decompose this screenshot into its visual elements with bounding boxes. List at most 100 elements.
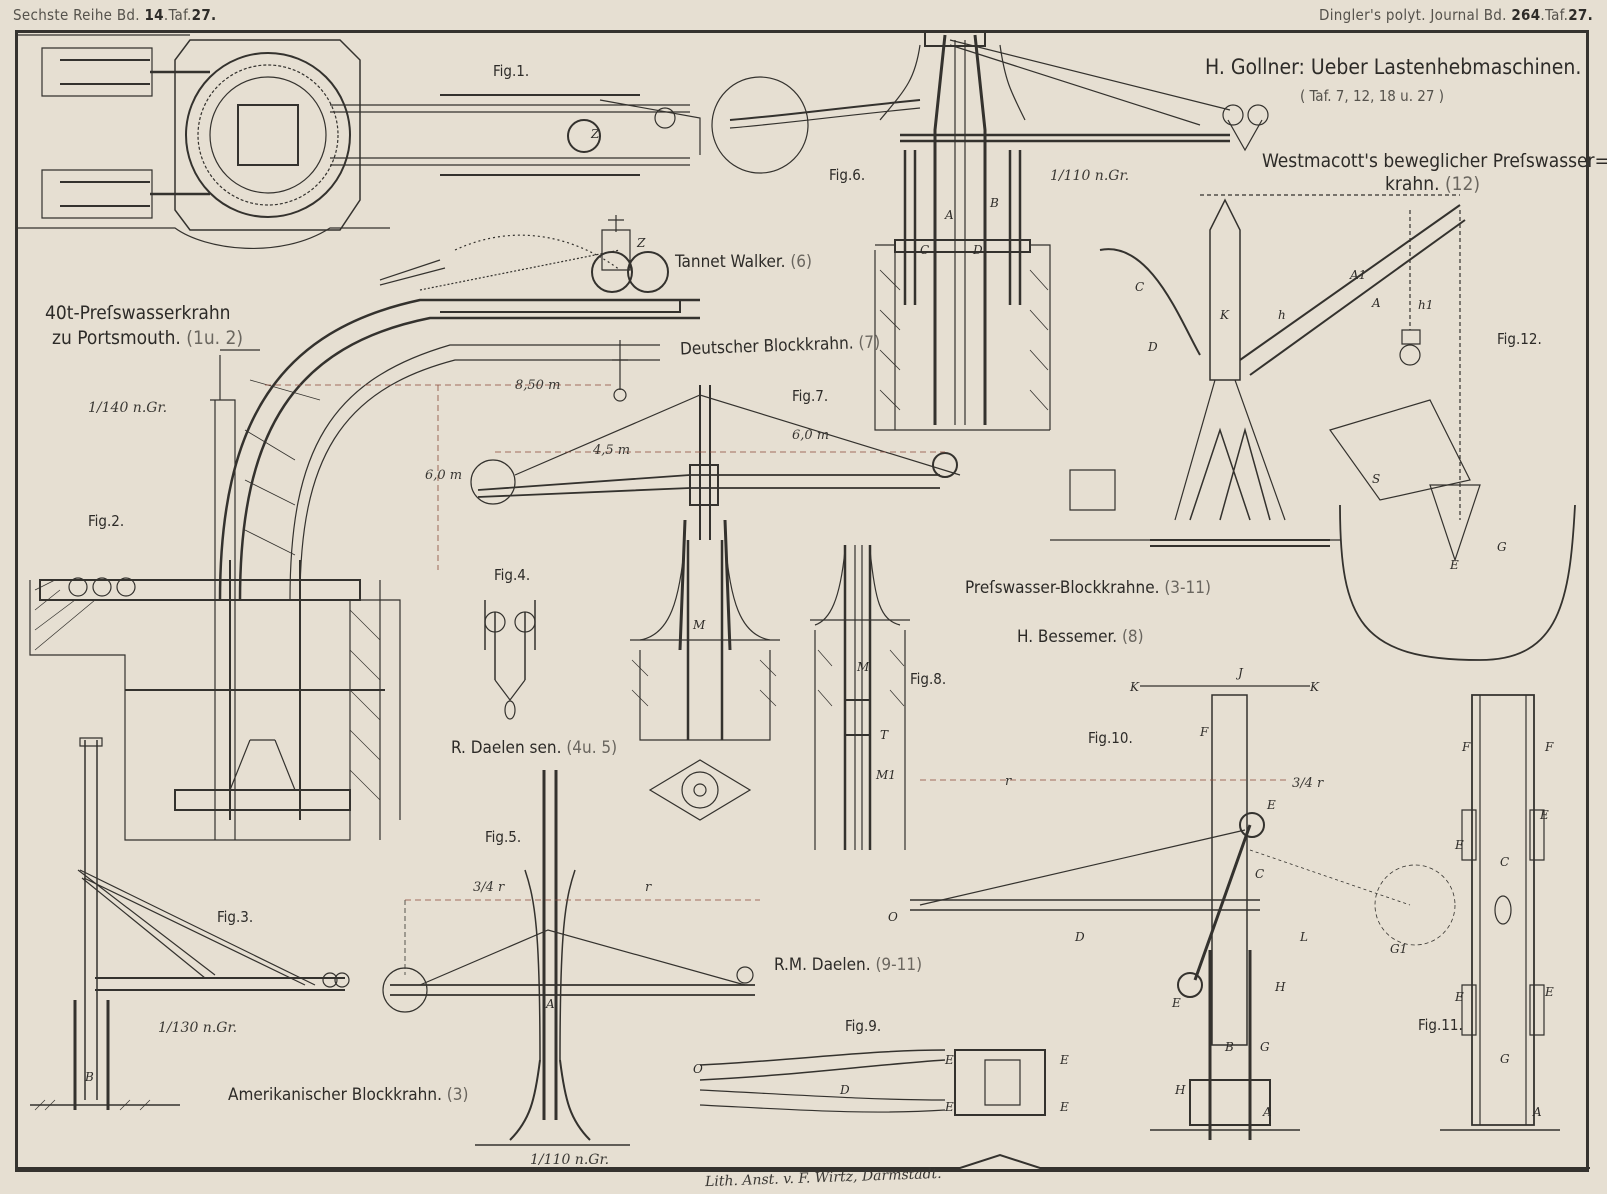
caption-bessemer: H. Bessemer. (8): [1017, 627, 1144, 647]
series-plate: 27.: [191, 6, 217, 24]
fig10-letter-g1: G1: [1390, 942, 1408, 956]
fig10-letter-e: E: [1267, 798, 1276, 812]
fig12-letter-d: D: [1148, 340, 1158, 354]
fig7-long-dimension: 6,0 m: [792, 428, 830, 443]
journal-header: Dingler's polyt. Journal Bd. 264.Taf.27.: [1319, 6, 1593, 24]
fig10-letter-o: O: [888, 910, 898, 924]
fig11-label: Fig.11.: [1418, 1016, 1463, 1034]
fig5-scale: 1/110 n.Gr.: [530, 1152, 610, 1168]
fig3-label: Fig.3.: [217, 908, 254, 926]
fig5-r: r: [645, 880, 652, 895]
fig1-label: Fig.1.: [493, 62, 530, 80]
fig9-letter-e2: E: [1060, 1053, 1069, 1067]
series-header: Sechste Reihe Bd. 14.Taf.27.: [13, 6, 216, 24]
journal-sep: .: [1540, 6, 1546, 24]
fig11-letter-f-right: F: [1545, 740, 1554, 754]
fig8-bessemer-section: [810, 545, 910, 850]
caption-bessemer-ref: (8): [1121, 627, 1144, 647]
fig12-letter-a: A: [1372, 296, 1381, 310]
caption-rm-daelen-ref: (9-11): [875, 955, 923, 975]
fig10-letter-e-lower: E: [1172, 996, 1181, 1010]
fig12-letter-k: K: [1220, 308, 1229, 322]
fig10-letter-a: A: [1263, 1105, 1272, 1119]
fig6-scale: 1/110 n.Gr.: [1050, 168, 1130, 184]
fig10-letter-l: L: [1300, 930, 1308, 944]
caption-portsmouth-line2: zu Portsmouth. (1u. 2): [52, 327, 243, 349]
fig2-horizontal-dimension: 8,50 m: [515, 378, 561, 393]
fig3-american-crane: [30, 738, 349, 1110]
fig1-plan-view: [18, 35, 700, 248]
fig8-label: Fig.8.: [910, 670, 947, 688]
fig2-portsmouth-crane: [30, 215, 700, 840]
fig10-three-quarter-r: 3/4 r: [1292, 776, 1324, 791]
fig9-letter-e4: E: [1060, 1100, 1069, 1114]
fig10-letter-g: G: [1260, 1040, 1270, 1054]
caption-amerikanischer-ref: (3): [446, 1085, 469, 1105]
fig9-letter-d: D: [840, 1083, 850, 1097]
caption-rm-daelen-text: R.M. Daelen.: [774, 955, 871, 975]
caption-tannet-walker: Tannet Walker. (6): [675, 252, 812, 272]
fig7-letter-m: M: [693, 618, 706, 632]
fig5-letter-a: A: [546, 997, 555, 1011]
fig12-letter-h1: h1: [1418, 298, 1434, 312]
fig11-letter-a: A: [1533, 1105, 1542, 1119]
fig12-letter-c: C: [1135, 280, 1145, 294]
plate-subtitle: ( Taf. 7, 12, 18 u. 27 ): [1300, 87, 1444, 105]
fig12-letter-g: G: [1497, 540, 1507, 554]
fig5-three-quarter-r: 3/4 r: [473, 880, 505, 895]
fig10-letter-k-left: K: [1130, 680, 1139, 694]
plate-title: H. Gollner: Ueber Lastenhebmaschinen.: [1205, 55, 1582, 79]
fig8-letter-t: T: [880, 728, 889, 742]
fig11-letter-e3: E: [1455, 990, 1464, 1004]
series-plate-prefix: Taf.: [168, 6, 192, 24]
caption-westmacott-line1: Westmacott's beweglicher Preſswasser=: [1262, 150, 1607, 172]
fig8-letter-m1: M1: [876, 768, 896, 782]
caption-portsmouth-line1: 40t-Preſswasserkrahn: [45, 302, 231, 324]
fig9-letter-e3: E: [945, 1100, 954, 1114]
caption-deutscher-ref: (7): [858, 332, 881, 354]
fig6-label: Fig.6.: [829, 166, 866, 184]
caption-presswasser-text: Preſswasser-Blockkrahne.: [965, 578, 1160, 598]
series-sep: .: [163, 6, 169, 24]
caption-portsmouth-text: zu Portsmouth.: [52, 327, 181, 349]
fig6-letter-a: A: [945, 208, 954, 222]
fig11-letter-e2: E: [1455, 838, 1464, 852]
caption-tannet-text: Tannet Walker.: [675, 252, 786, 272]
caption-presswasser-ref: (3-11): [1164, 578, 1211, 598]
fig5-daelen-crane: [383, 770, 760, 1145]
caption-westmacott-line2: krahn. (12): [1385, 173, 1480, 195]
fig2-label: Fig.2.: [88, 512, 125, 530]
caption-tannet-ref: (6): [790, 252, 812, 272]
fig12-label: Fig.12.: [1497, 330, 1542, 348]
fig2-vertical-dimension: 6,0 m: [425, 468, 463, 483]
fig12-letter-a1: A1: [1350, 268, 1367, 282]
caption-westmacott-text: krahn.: [1385, 173, 1440, 195]
fig9-letter-e1: E: [945, 1053, 954, 1067]
caption-portsmouth-ref: (1u. 2): [186, 327, 244, 349]
fig7-short-dimension: 4,5 m: [593, 443, 631, 458]
fig10-label: Fig.10.: [1088, 729, 1133, 747]
fig9-label: Fig.9.: [845, 1017, 882, 1035]
fig9-letter-o: O: [693, 1062, 703, 1076]
fig12-letter-s: S: [1372, 472, 1381, 486]
caption-amerikanischer-blockkrahn: Amerikanischer Blockkrahn. (3): [228, 1085, 468, 1105]
fig10-daelen-crane: [910, 686, 1455, 1140]
journal-volume: 264: [1511, 6, 1541, 24]
fig12-letter-h: h: [1278, 308, 1286, 322]
fig6-letter-b: B: [990, 196, 999, 210]
fig3-letter-b: B: [85, 1070, 94, 1084]
caption-bessemer-text: H. Bessemer.: [1017, 627, 1118, 647]
fig7-label: Fig.7.: [792, 387, 829, 405]
fig10-letter-c: C: [1255, 867, 1265, 881]
fig6-letter-d: D: [973, 243, 983, 257]
fig10-letter-j: J: [1238, 666, 1243, 680]
caption-rm-daelen: R.M. Daelen. (9-11): [774, 955, 922, 975]
fig7-german-block-crane: [471, 385, 960, 820]
fig4-hook: [485, 600, 535, 719]
fig11-letter-e4: E: [1545, 985, 1554, 999]
series-prefix: Sechste Reihe Bd.: [13, 6, 140, 24]
fig10-letter-k-right: K: [1310, 680, 1319, 694]
journal-prefix: Dingler's polyt. Journal Bd.: [1319, 6, 1507, 24]
fig10-letter-h-lower: H: [1175, 1083, 1186, 1097]
